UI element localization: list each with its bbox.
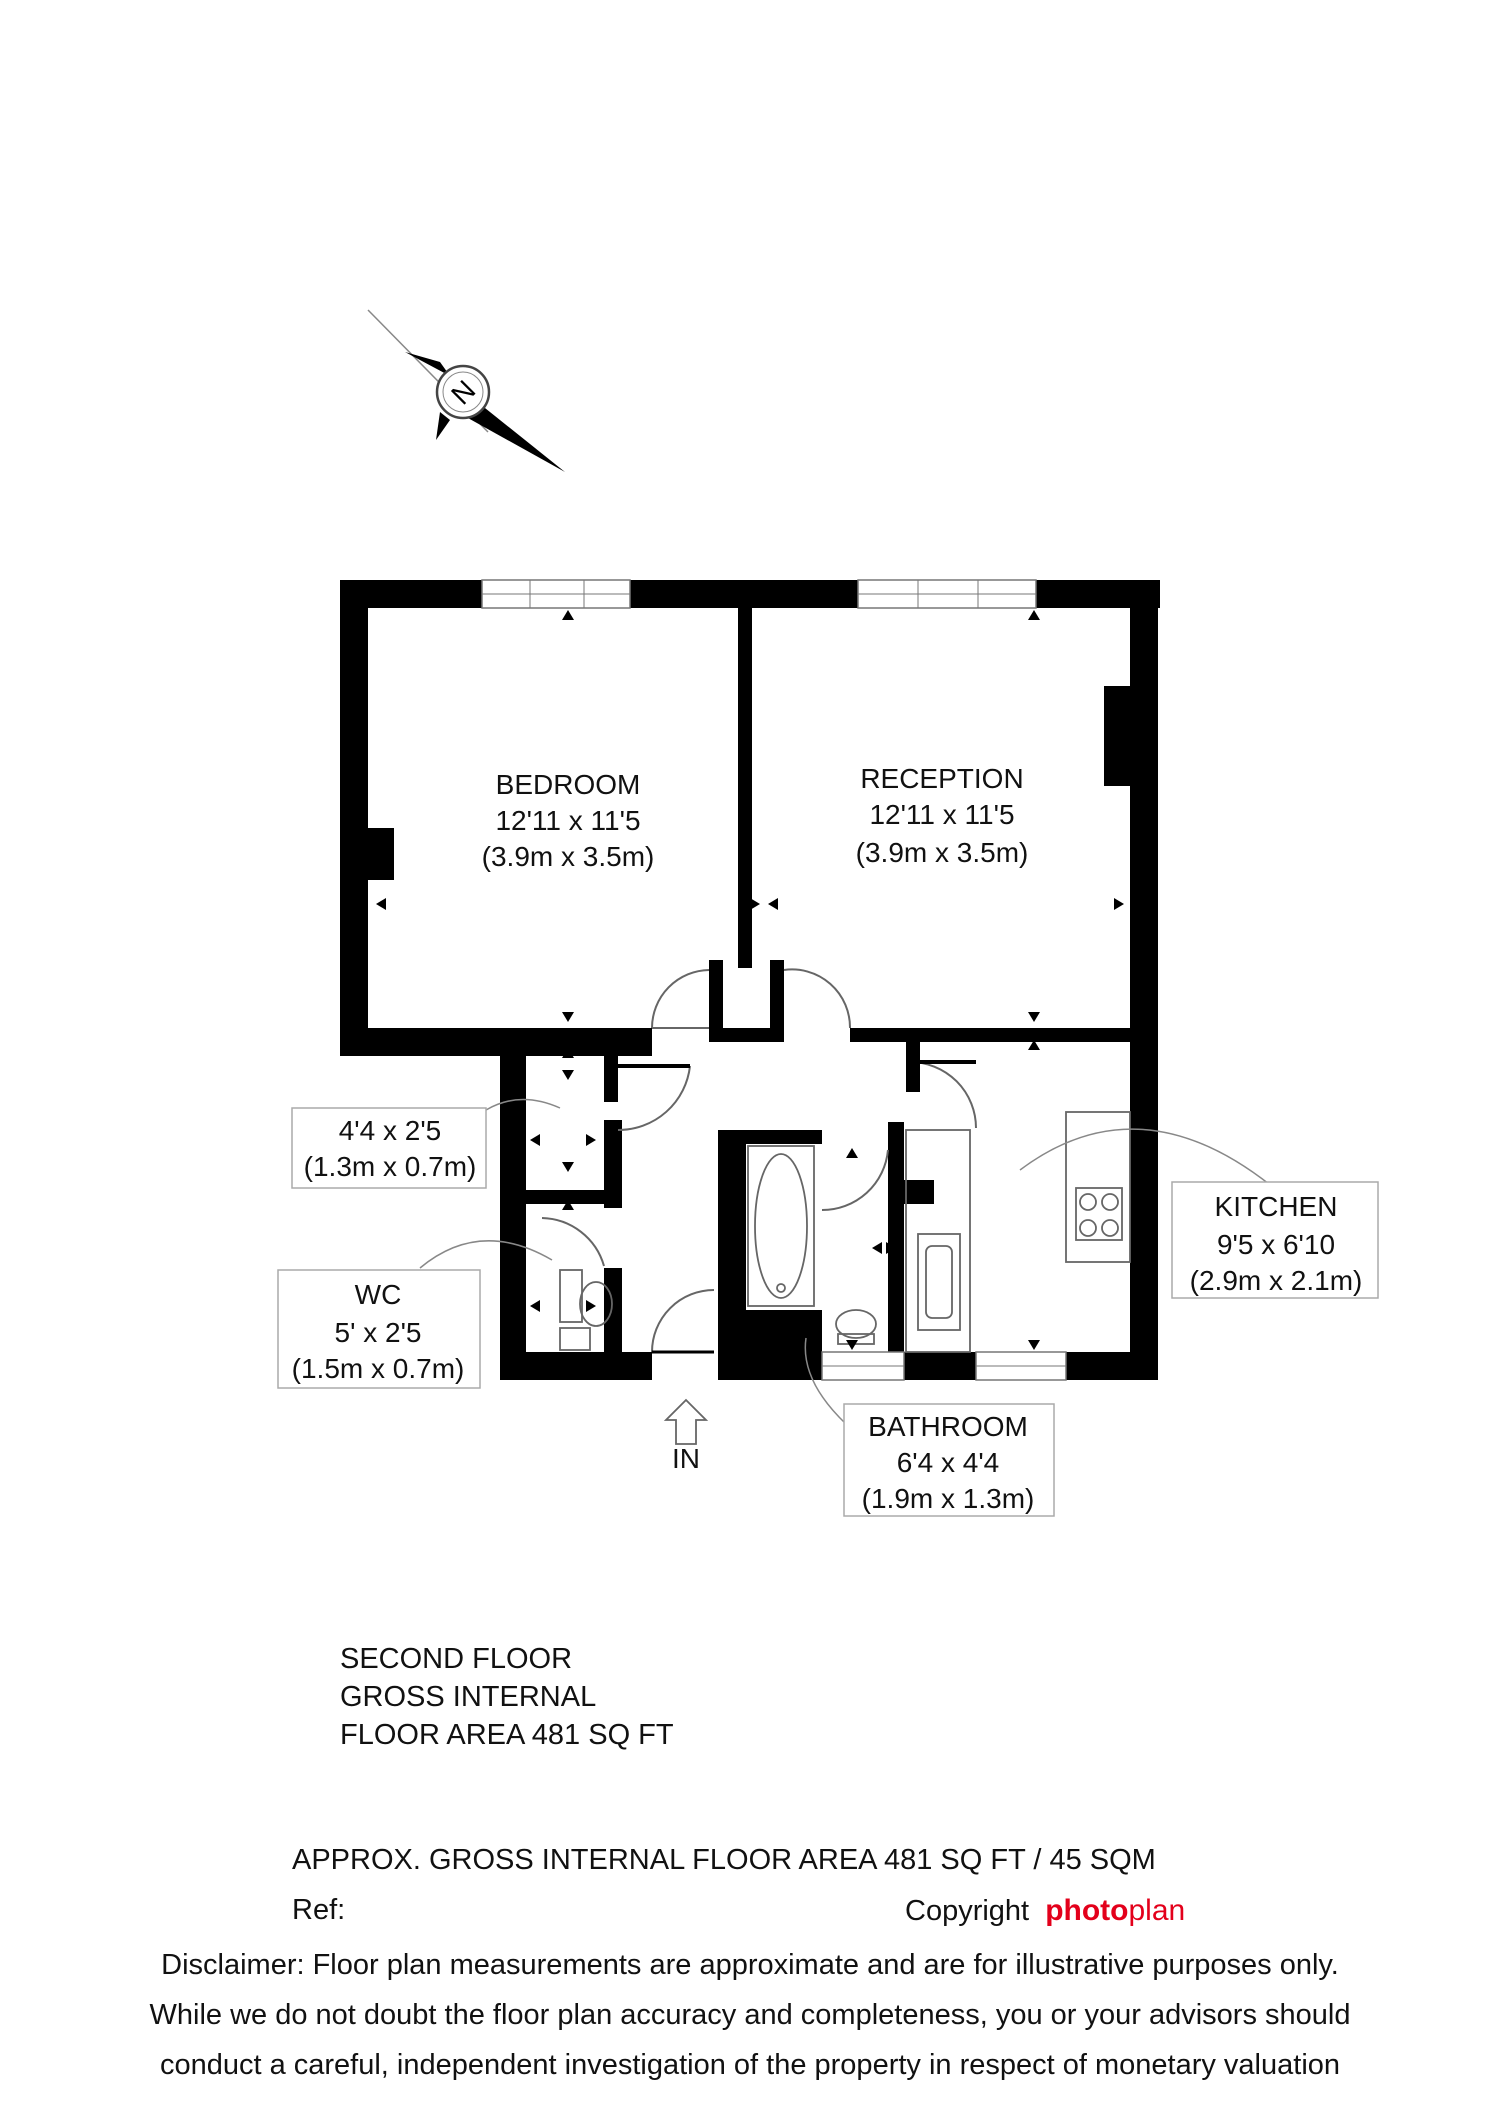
leader-lines — [419, 1098, 1275, 1425]
logo-part-plan: plan — [1128, 1894, 1186, 1927]
bathroom-label: BATHROOM 6'4 x 4'4 (1.9m x 1.3m) — [862, 1411, 1035, 1514]
photoplan-logo: photoplan — [1045, 1894, 1185, 1927]
walls — [340, 579, 1160, 1381]
compass-north-arrow-icon: N — [367, 309, 565, 472]
floor-summary: SECOND FLOOR GROSS INTERNAL FLOOR AREA 4… — [340, 1640, 674, 1754]
bedroom-metric: (3.9m x 3.5m) — [482, 841, 655, 872]
bedroom-name: BEDROOM — [496, 769, 641, 800]
entrance-label: IN — [672, 1443, 700, 1474]
wall-markers — [376, 610, 1124, 1350]
copyright-line: Copyright photoplan — [905, 1894, 1185, 1928]
floor-summary-line1: SECOND FLOOR — [340, 1643, 573, 1675]
wc-imperial: 5' x 2'5 — [335, 1317, 422, 1348]
kitchen-label: KITCHEN 9'5 x 6'10 (2.9m x 2.1m) — [1190, 1191, 1363, 1296]
copyright-text: Copyright — [905, 1895, 1030, 1927]
bath-tub — [747, 1145, 877, 1345]
ref-label: Ref: — [292, 1894, 346, 1926]
reception-imperial: 12'11 x 11'5 — [869, 799, 1014, 830]
reception-metric: (3.9m x 3.5m) — [856, 837, 1029, 868]
bedroom-label: BEDROOM 12'11 x 11'5 (3.9m x 3.5m) — [482, 769, 655, 872]
wc-name: WC — [355, 1279, 402, 1310]
disclaimer-line: Disclaimer: Floor plan measurements are … — [161, 1949, 1339, 1981]
bathroom-name: BATHROOM — [868, 1411, 1028, 1442]
kitchen-counter — [905, 1111, 1131, 1353]
reception-label: RECEPTION 12'11 x 11'5 (3.9m x 3.5m) — [856, 763, 1029, 868]
kitchen-imperial: 9'5 x 6'10 — [1217, 1229, 1335, 1260]
kitchen-metric: (2.9m x 2.1m) — [1190, 1265, 1363, 1296]
approx-area: APPROX. GROSS INTERNAL FLOOR AREA 481 SQ… — [292, 1844, 1156, 1876]
disclaimer-line: While we do not doubt the floor plan acc… — [149, 1999, 1351, 2031]
disclaimer-line: conduct a careful, independent investiga… — [159, 2049, 1341, 2081]
wc-metric: (1.5m x 0.7m) — [292, 1353, 465, 1384]
bedroom-imperial: 12'11 x 11'5 — [495, 805, 640, 836]
wc-fixtures — [559, 1269, 613, 1351]
reception-name: RECEPTION — [860, 763, 1023, 794]
bathroom-metric: (1.9m x 1.3m) — [862, 1483, 1035, 1514]
floor-summary-line2: GROSS INTERNAL — [340, 1681, 597, 1713]
disclaimer: Disclaimer: Floor plan measurements are … — [60, 1940, 1440, 2090]
cupboard-metric: (1.3m x 0.7m) — [304, 1151, 477, 1182]
bathroom-imperial: 6'4 x 4'4 — [897, 1447, 1000, 1478]
cupboard-label: 4'4 x 2'5 (1.3m x 0.7m) — [304, 1115, 477, 1182]
entrance-arrow-icon — [663, 1398, 709, 1445]
wc-label: WC 5' x 2'5 (1.5m x 0.7m) — [292, 1279, 465, 1384]
label-boxes — [277, 1107, 1379, 1517]
floor-summary-line3: FLOOR AREA 481 SQ FT — [340, 1719, 674, 1751]
logo-part-photo: photo — [1045, 1894, 1129, 1927]
door-swings — [541, 968, 977, 1354]
cupboard-imperial: 4'4 x 2'5 — [339, 1115, 442, 1146]
kitchen-name: KITCHEN — [1215, 1191, 1338, 1222]
